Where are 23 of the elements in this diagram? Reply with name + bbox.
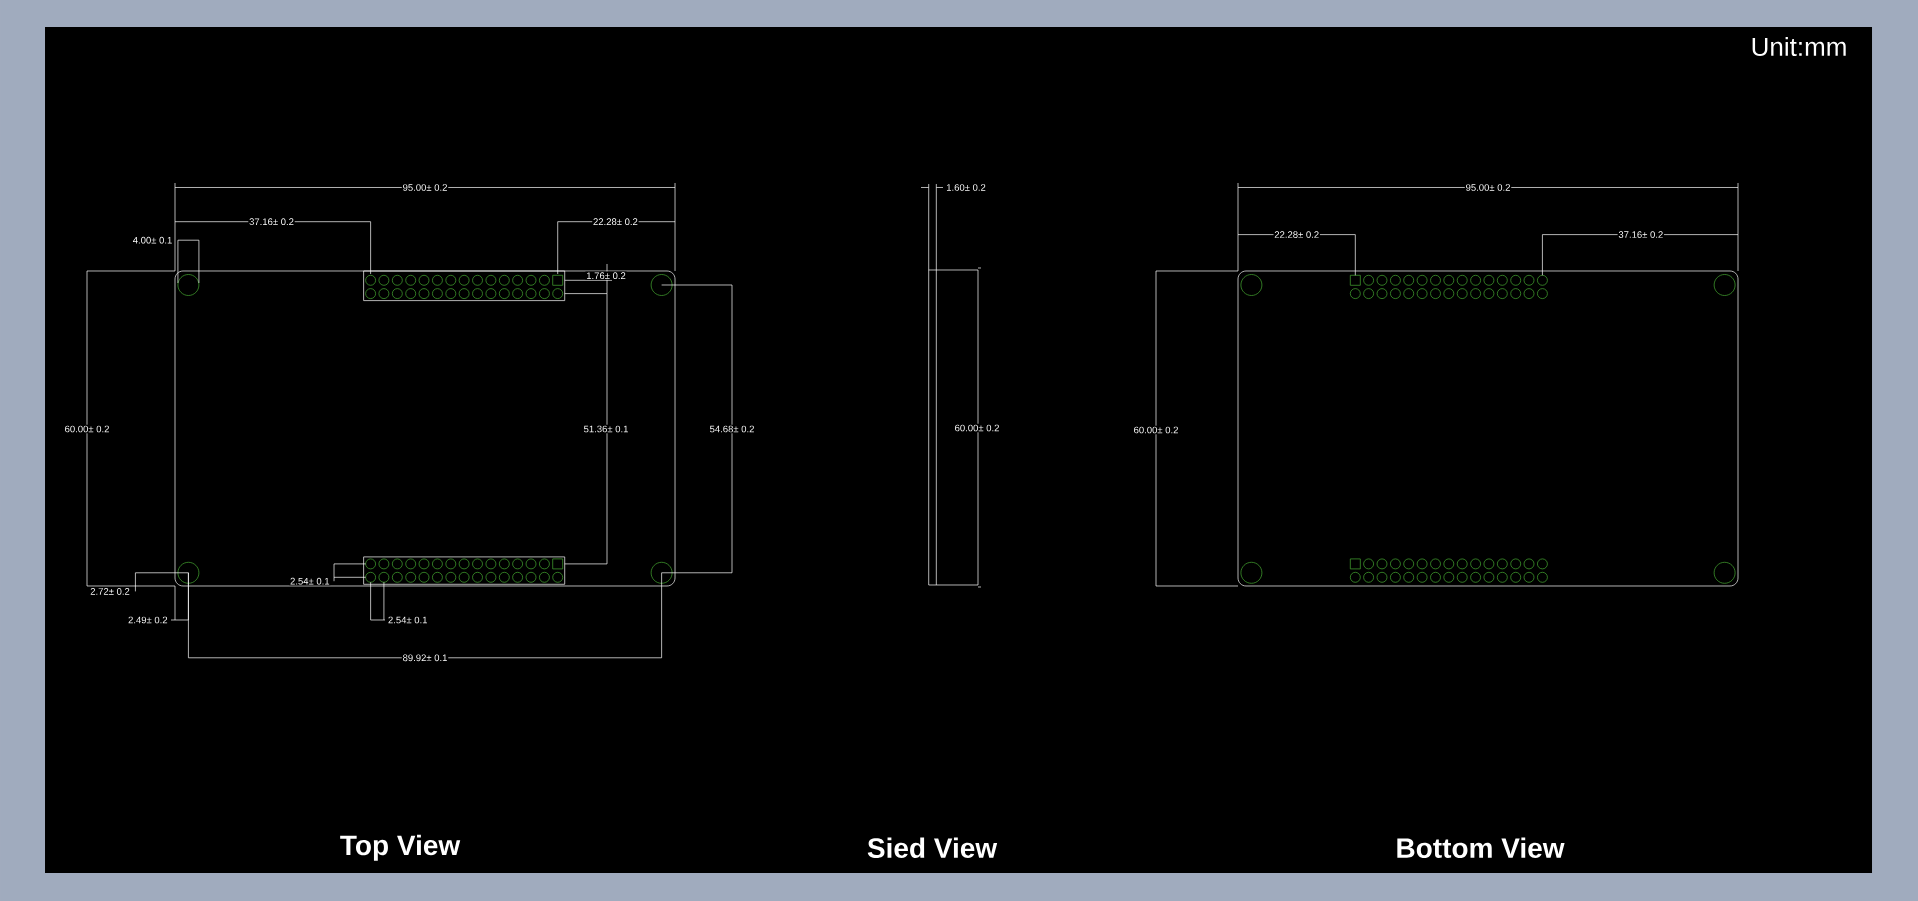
dimension-label: 2.49± 0.2: [127, 615, 169, 625]
dimension-label: 2.72± 0.2: [89, 587, 131, 596]
dimension-label: 4.00± 0.1: [131, 236, 174, 245]
dimension-label: 1.76± 0.2: [585, 271, 627, 280]
dimension-label: 22.28± 0.2: [592, 217, 639, 226]
dimension-label: 22.28± 0.2: [1273, 230, 1320, 239]
dimension-label: 54.68± 0.2: [708, 424, 756, 434]
dimension-label: 37.16± 0.2: [1617, 230, 1665, 239]
dimension-label: 2.54± 0.1: [289, 577, 331, 586]
dimension-label: 51.36± 0.1: [582, 424, 630, 434]
dimension-label: 89.92± 0.1: [401, 653, 449, 662]
dimension-label: 60.00± 0.2: [63, 424, 111, 434]
dimension-label: 2.54± 0.1: [387, 615, 429, 625]
dimension-label: 60.00± 0.2: [1132, 425, 1180, 435]
dimension-label: 1.60± 0.2: [945, 183, 987, 192]
view-title: Bottom View: [1394, 836, 1566, 859]
view-title: Top View: [339, 833, 461, 862]
view-title: Sied View: [866, 836, 998, 859]
dimension-label: 95.00± 0.2: [1464, 183, 1512, 192]
dimension-label: 95.00± 0.2: [401, 183, 449, 192]
dimension-label: 60.00± 0.2: [953, 423, 1001, 433]
dimension-label: 37.16± 0.2: [248, 217, 295, 226]
unit-label: Unit:mm: [1749, 36, 1849, 57]
